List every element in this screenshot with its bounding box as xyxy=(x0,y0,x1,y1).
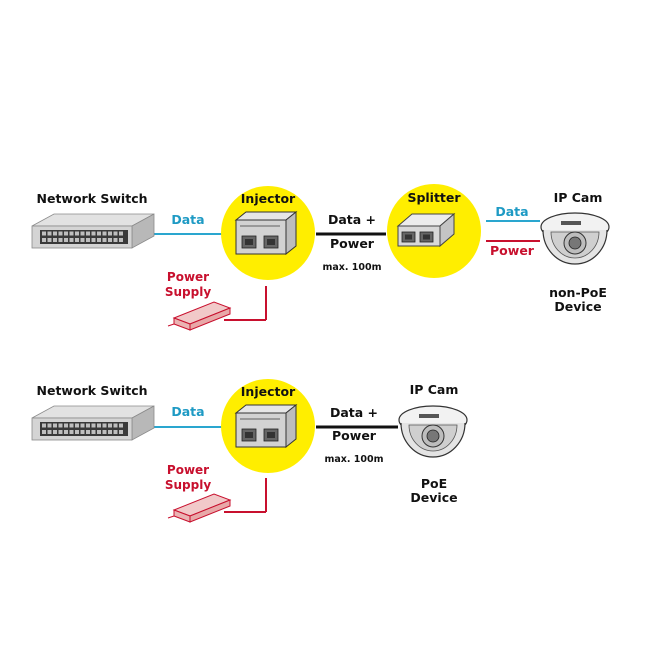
bottom-device-label-2: Device xyxy=(410,490,457,505)
top-poe-splitter-icon xyxy=(397,213,455,247)
bottom-dome-camera-icon xyxy=(398,405,468,458)
top-cam-label: IP Cam xyxy=(554,190,603,205)
bottom-data-label: Data xyxy=(171,404,204,419)
bottom-poe-injector-icon xyxy=(235,404,297,448)
bottom-combined-label-1: Data + xyxy=(330,405,378,420)
top-split-data-label: Data xyxy=(495,204,528,219)
bottom-injector-label: Injector xyxy=(241,384,296,399)
bottom-combined-label-2: Power xyxy=(332,428,377,443)
bottom-cam-label: IP Cam xyxy=(410,382,459,397)
top-switch-label: Network Switch xyxy=(37,191,148,206)
bottom-power-supply-icon xyxy=(167,493,231,523)
top-power-supply-icon xyxy=(167,301,231,331)
top-dome-camera-icon xyxy=(540,212,610,265)
bottom-diagram: Network Switch Data Injector Power Suppl… xyxy=(31,379,468,523)
top-poe-injector-icon xyxy=(235,211,297,255)
bottom-switch-label: Network Switch xyxy=(37,383,148,398)
bottom-network-switch-icon xyxy=(31,405,155,441)
top-combined-label-1: Data + xyxy=(328,212,376,227)
bottom-power-supply-label-2: Supply xyxy=(165,478,211,492)
top-combined-label-2: Power xyxy=(330,236,375,251)
top-split-power-label: Power xyxy=(490,243,535,258)
bottom-device-label-1: PoE xyxy=(421,476,447,491)
top-diagram: Network Switch Data Injector Power Suppl… xyxy=(31,184,610,331)
top-power-supply-label-2: Supply xyxy=(165,285,211,299)
bottom-distance-label: max. 100m xyxy=(324,454,383,465)
top-power-supply-label-1: Power xyxy=(167,270,209,284)
top-network-switch-icon xyxy=(31,213,155,249)
top-device-label-2: Device xyxy=(554,299,601,314)
top-distance-label: max. 100m xyxy=(322,262,381,273)
top-data-label: Data xyxy=(171,212,204,227)
bottom-power-supply-label-1: Power xyxy=(167,463,209,477)
top-injector-label: Injector xyxy=(241,191,296,206)
top-device-label-1: non-PoE xyxy=(549,285,607,300)
top-splitter-label: Splitter xyxy=(407,190,461,205)
